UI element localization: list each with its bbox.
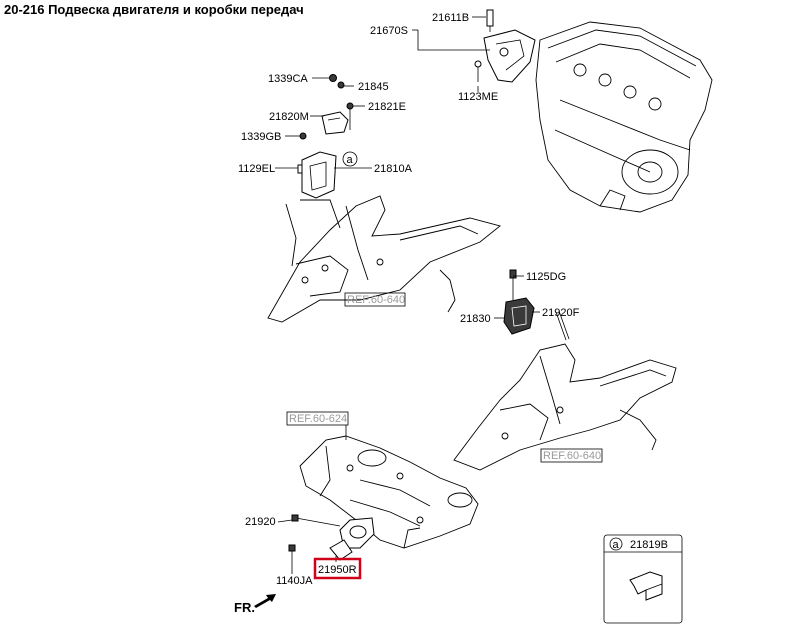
label-21820M: 21820M — [269, 111, 309, 123]
left-side-member-drawing — [267, 195, 501, 323]
subframe-drawing — [299, 435, 479, 549]
ref-box-3 — [540, 448, 603, 463]
highlight-box-21950R[interactable] — [313, 557, 362, 580]
label-21810A: 21810A — [374, 163, 413, 175]
ref-box-1 — [344, 292, 406, 307]
roll-rod-drawing — [288, 514, 375, 568]
front-direction-label: FR. — [234, 600, 255, 615]
label-21920F: 21920F — [542, 307, 580, 319]
label-1339CA: 1339CA — [268, 73, 308, 85]
legend-box — [603, 534, 683, 624]
callout-a-circle — [342, 151, 358, 167]
label-1123ME: 1123ME — [458, 91, 498, 103]
label-1339GB: 1339GB — [241, 131, 281, 143]
leader-21920 — [277, 519, 293, 523]
label-21845: 21845 — [358, 81, 389, 93]
ref-label-2: REF.60-624 — [289, 413, 347, 425]
label-21920: 21920 — [245, 516, 276, 528]
callout-a-letter: a — [347, 154, 354, 166]
ref-label-3: REF.60-640 — [543, 450, 601, 462]
right-side-member-drawing — [453, 343, 677, 471]
engine-block-drawing — [535, 21, 713, 213]
legend-a-letter: a — [613, 539, 620, 551]
bracket-21819B-detail — [645, 583, 663, 591]
label-1140JA: 1140JA — [276, 575, 313, 587]
label-1129EL: 1129EL — [238, 163, 275, 175]
leader-21670S — [417, 30, 490, 51]
label-21670S: 21670S — [370, 25, 408, 37]
mount-21810A-detail — [309, 161, 327, 191]
ref-box-2 — [286, 411, 349, 426]
label-21950R: 21950R — [318, 564, 357, 576]
label-21611B: 21611B — [432, 12, 469, 24]
mount-21810A-drawing — [301, 151, 337, 199]
legend-a-circle — [609, 537, 623, 551]
bracket-21819B-drawing — [629, 571, 663, 601]
label-21821E: 21821E — [368, 101, 406, 113]
ref-label-1: REF.60-640 — [347, 294, 405, 306]
label-21830: 21830 — [460, 313, 491, 325]
legend-part-label: 21819B — [630, 539, 668, 551]
front-direction-arrow-icon — [254, 594, 276, 608]
right-mount-drawing — [503, 269, 570, 341]
label-1125DG: 1125DG — [526, 271, 566, 283]
upper-mount-bracket-drawing — [474, 9, 536, 83]
diagram-title: 20-216 Подвеска двигателя и коробки пере… — [4, 2, 304, 17]
